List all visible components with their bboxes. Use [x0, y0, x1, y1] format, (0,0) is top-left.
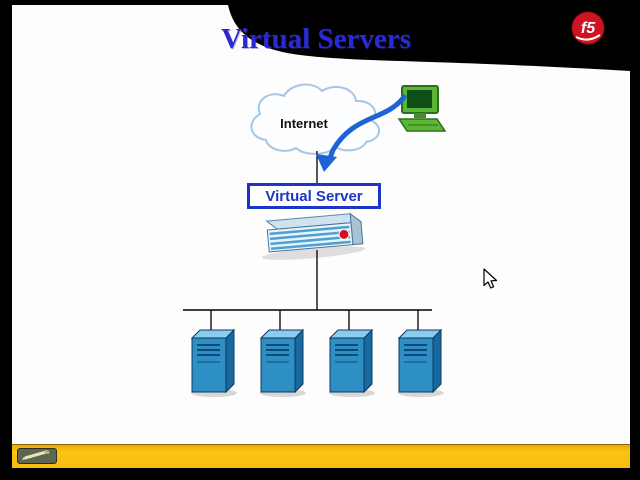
mouse-cursor-icon — [483, 268, 498, 289]
server-tower — [397, 309, 445, 398]
cloud-icon — [250, 83, 381, 155]
bottom-toolbar — [12, 444, 630, 468]
annotation-pencil-button[interactable] — [17, 448, 57, 464]
f5-logo: f5 — [571, 11, 605, 45]
workstation-icon — [397, 85, 447, 132]
virtual-server-box: Virtual Server — [247, 183, 381, 209]
server-tower — [328, 309, 376, 398]
top-swoosh-decoration — [228, 5, 630, 71]
virtual-server-label: Virtual Server — [265, 187, 363, 205]
server-tower — [259, 309, 307, 398]
appliance-f5-badge — [338, 228, 350, 240]
server-towers — [190, 309, 445, 398]
f5-logo-text: f5 — [581, 20, 596, 37]
internet-label: Internet — [280, 116, 328, 131]
server-tower — [190, 309, 238, 398]
pencil-icon — [22, 449, 50, 460]
slide-title: Virtual Servers — [221, 23, 411, 55]
bigip-appliance-icon — [261, 212, 366, 260]
request-arrow-icon — [316, 94, 407, 172]
